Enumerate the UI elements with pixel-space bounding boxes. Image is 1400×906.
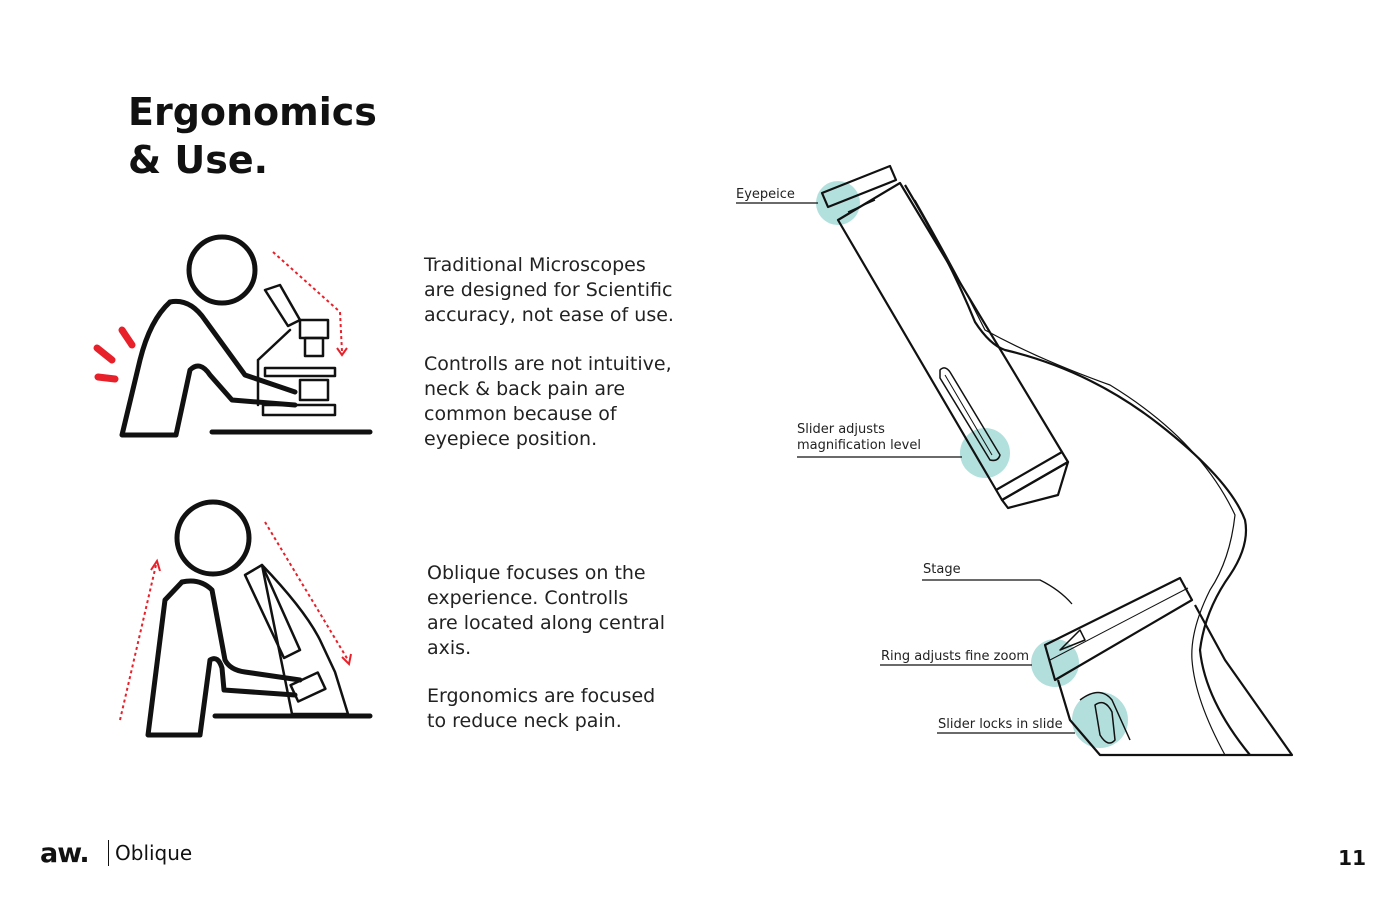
pain-marks	[93, 326, 136, 383]
traditional-text: Traditional Microscopes are designed for…	[424, 254, 674, 326]
title-line-1: Ergonomics	[128, 90, 377, 134]
callout-lines	[736, 202, 1075, 734]
title-line-2: & Use.	[128, 138, 269, 182]
aw-logo: aw.	[40, 838, 90, 869]
traditional-posture-figure	[119, 234, 373, 438]
neck-strain-arrow	[272, 251, 348, 357]
brand-name: Oblique	[108, 840, 192, 866]
controls-text: Controlls are not intuitive, neck & back…	[424, 353, 672, 450]
page-title: Ergonomics& Use.	[128, 88, 377, 184]
label-eyepiece: Eyepeice	[736, 187, 795, 202]
label-ring: Ring adjusts fine zoom	[881, 649, 1030, 664]
label-slider-magnification: Slider adjusts magnification level	[797, 422, 921, 453]
label-stage: Stage	[923, 562, 961, 577]
oblique-microscope-drawing	[820, 164, 1294, 757]
ergonomics-text: Ergonomics are focused to reduce neck pa…	[427, 685, 656, 732]
label-slider-lock: Slider locks in slide	[938, 717, 1063, 732]
posture-arrows	[119, 521, 352, 721]
page-number: 11	[1338, 846, 1366, 870]
oblique-text: Oblique focuses on the experience. Contr…	[427, 562, 666, 659]
oblique-posture-figure	[145, 499, 373, 738]
